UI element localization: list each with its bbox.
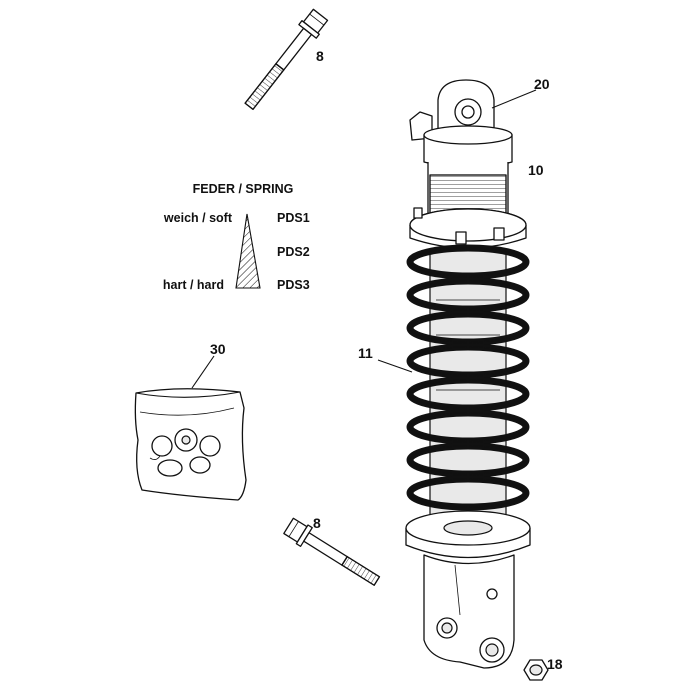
callout-parts-bag: 30 [210, 341, 226, 357]
spring-grade-pds1: PDS1 [277, 211, 310, 225]
bolt-bottom [283, 517, 381, 586]
leader-parts-bag [191, 355, 215, 389]
spring-legend: FEDER / SPRING weich / soft hart / hard … [163, 182, 310, 292]
spring-soft-label: weich / soft [163, 211, 233, 225]
spring-hard-label: hart / hard [163, 278, 224, 292]
spring-rate-wedge [235, 213, 261, 289]
callout-shock-absorber: 10 [528, 162, 544, 178]
callout-bolt-bottom: 8 [313, 515, 321, 531]
leader-eye-bushing [491, 89, 537, 109]
spring-grade-pds3: PDS3 [277, 278, 310, 292]
spring-legend-title: FEDER / SPRING [193, 182, 294, 196]
spring-coils [406, 244, 530, 511]
spring-grade-pds2: PDS2 [277, 245, 310, 259]
leader-spring [377, 359, 413, 373]
callout-eye-bushing: 20 [534, 76, 550, 92]
parts-bag [134, 388, 247, 501]
callouts: 8 20 10 11 30 8 18 [191, 48, 563, 672]
bolt-top [244, 8, 329, 111]
callout-spring: 11 [358, 345, 373, 361]
shock-absorber [405, 79, 531, 669]
callout-nut: 18 [547, 656, 563, 672]
callout-bolt-top: 8 [316, 48, 324, 64]
nut [523, 659, 549, 681]
